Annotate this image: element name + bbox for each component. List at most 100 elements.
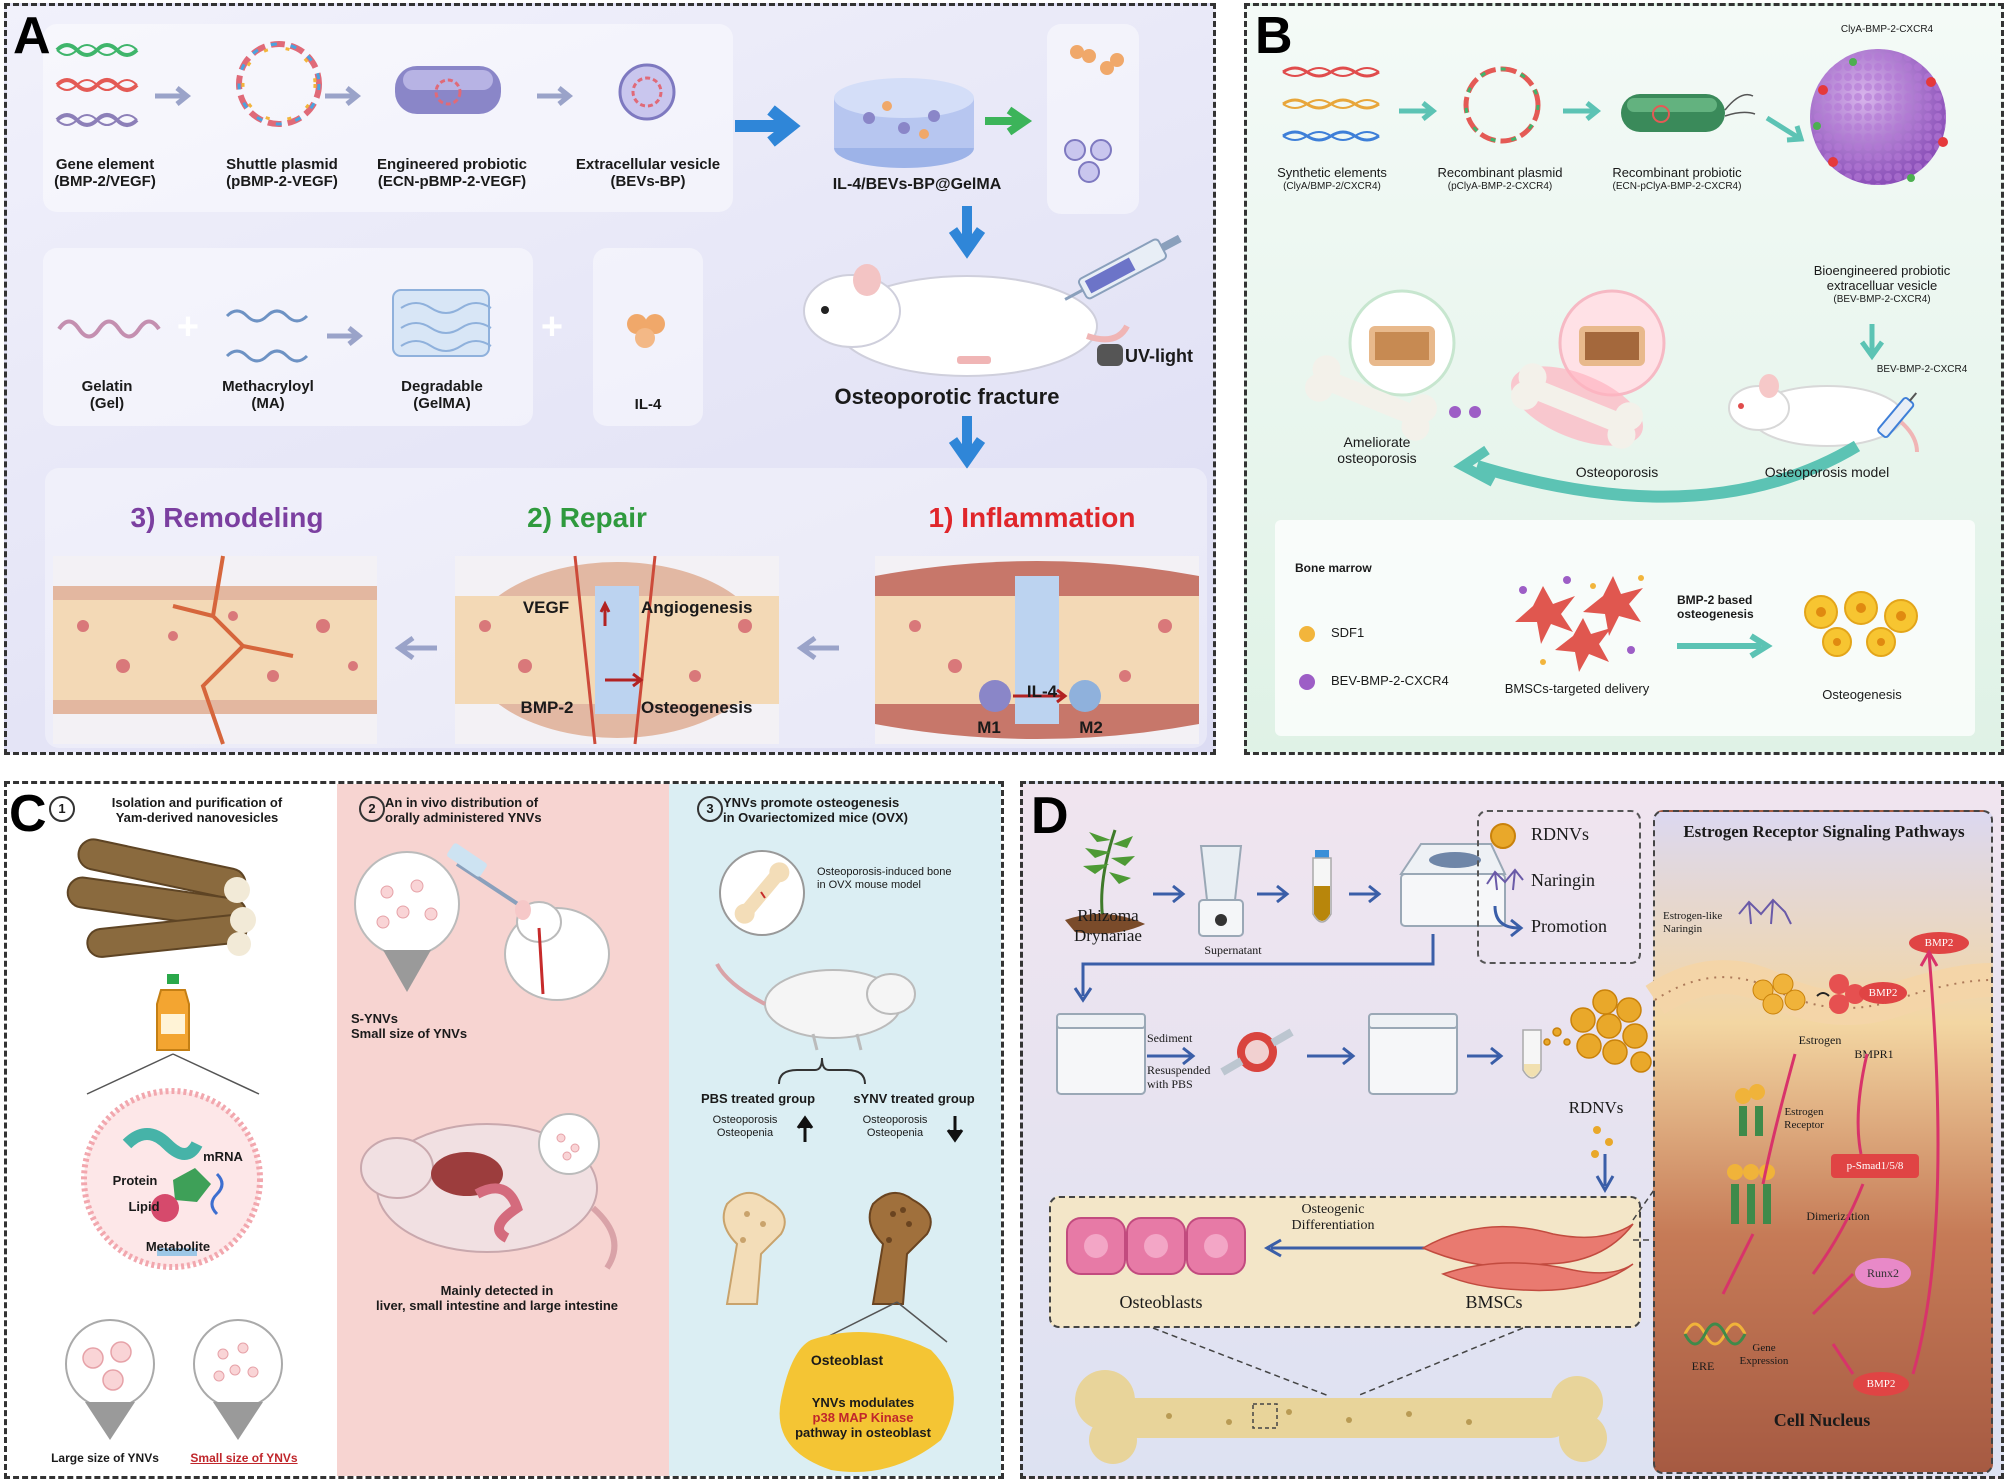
hydrogel-disc-icon xyxy=(834,78,974,168)
naringin-molecule-icon xyxy=(1738,898,1792,925)
ere-dna-icon xyxy=(1683,1322,1747,1346)
juice-bottle-icon xyxy=(156,974,190,1051)
gelatin-label: Gelatin(Gel) xyxy=(81,378,133,413)
gene-element-label: Gene element(BMP-2/VEGF) xyxy=(54,156,156,191)
step2-number-badge: 2 xyxy=(359,796,385,822)
osteoblast-cells-icon xyxy=(1804,591,1918,657)
plus-icon: + xyxy=(176,306,200,348)
dimerization-label: Dimerization xyxy=(1806,1209,1870,1223)
falling-rdnvs-icon xyxy=(1591,1126,1615,1194)
runx2-badge: Runx2 xyxy=(1855,1258,1911,1288)
curved-teal-arrow-icon xyxy=(1453,440,1861,503)
bone-marrow-label: Bone marrow xyxy=(1295,561,1372,575)
osteoblast-blob-icon xyxy=(779,1332,954,1472)
ovx-mouse-icon xyxy=(715,963,916,1051)
shuttle-plasmid-label: Shuttle plasmid(pBMP-2-VEGF) xyxy=(226,156,338,191)
panel-c-letter: C xyxy=(9,785,47,843)
synthetic-elements-label: Synthetic elements(ClyA/BMP-2/CXCR4) xyxy=(1277,165,1387,192)
arrow-icon xyxy=(537,86,574,106)
teal-arrow-icon xyxy=(1399,101,1438,121)
naringin-legend-icon xyxy=(1486,868,1524,891)
psmad-badge: p-Smad1/5/8 xyxy=(1831,1154,1919,1178)
centrifuge-icon xyxy=(1056,1013,1146,1095)
arrow-icon xyxy=(1349,884,1382,904)
osteogenesis-b-label: Osteogenesis xyxy=(1822,687,1902,702)
angiogenesis-label: Angiogenesis xyxy=(641,598,753,617)
promotion-arrow-icon xyxy=(1493,905,1524,938)
teal-arrow-icon xyxy=(1563,101,1602,121)
panel-b: B Synthetic elements(ClyA/BMP-2/CXCR4) R… xyxy=(1244,3,2004,755)
s-ynvs-bubble xyxy=(354,851,460,992)
teal-arrow-down-icon xyxy=(1859,324,1885,361)
membrane-icon xyxy=(1645,960,1992,1025)
centrifuge-icon xyxy=(1368,1013,1458,1095)
zoom-lines-icon xyxy=(1152,1327,1524,1397)
m1-label: M1 xyxy=(977,718,1001,737)
rdnvs-label: RDNVs xyxy=(1568,1098,1624,1117)
panel-a-letter: A xyxy=(13,7,51,65)
blue-arrow-icon xyxy=(735,105,801,147)
blue-arrow-down-icon xyxy=(948,206,986,259)
large-ynvs-label: Large size of YNVs xyxy=(51,1451,159,1465)
bmscs-label: BMSCs xyxy=(1465,1292,1523,1312)
targeted-delivery-label: BMSCs-targeted delivery xyxy=(1504,681,1650,696)
legend-box xyxy=(1477,810,1641,964)
il4-arrow-label: IL-4 xyxy=(1026,682,1058,701)
step3-number-badge: 3 xyxy=(697,796,723,822)
arrow-down-icon xyxy=(946,1116,964,1143)
small-ynvs-label: Small size of YNVs xyxy=(190,1451,298,1465)
vegf-label: VEGF xyxy=(522,598,570,617)
plus-icon: + xyxy=(540,306,564,348)
clya-label: ClyA-BMP-2-CXCR4 xyxy=(1840,24,1934,35)
synv-group-label: sYNV treated group xyxy=(853,1091,975,1106)
yam-roots-icon xyxy=(66,838,256,958)
arrow-icon xyxy=(1153,884,1186,904)
il4-cluster-icon xyxy=(627,314,665,348)
probiotic-bacterium-icon xyxy=(1621,93,1756,132)
repair-bone-section xyxy=(455,555,779,745)
engineering-box xyxy=(43,24,733,212)
bmp2-label: BMP-2 xyxy=(520,698,574,717)
vesicle-icon xyxy=(618,63,676,121)
bmp2-nucleus-badge: BMP2 xyxy=(1853,1372,1909,1396)
arrow-icon xyxy=(1467,1046,1504,1066)
metabolite-label: Metabolite xyxy=(145,1239,211,1254)
large-ynvs-bubble xyxy=(65,1319,155,1440)
syringe-icon xyxy=(1877,392,1918,439)
il4-particles-icon xyxy=(1070,45,1124,75)
healthy-bone-icon xyxy=(1305,355,1437,441)
mrna-label: mRNA xyxy=(203,1149,243,1164)
syringe-icon xyxy=(1064,234,1182,301)
osteoporosis-label: Osteoporosis xyxy=(1575,464,1659,480)
estrogen-receptor-icon xyxy=(1735,1084,1765,1136)
protein-label: Protein xyxy=(112,1173,158,1188)
osteogenesis-label: Osteogenesis xyxy=(641,698,753,717)
stage-inflammation-label: 1) Inflammation xyxy=(928,502,1136,533)
receptor-cluster-icon xyxy=(1752,973,1865,1015)
brace-icon xyxy=(778,1057,866,1085)
pbs-femur-icon xyxy=(722,1192,786,1305)
remodeling-bone-section xyxy=(53,555,377,745)
legend-promotion-label: Promotion xyxy=(1531,916,1608,936)
stage-remodeling-label: 3) Remodeling xyxy=(130,502,324,533)
blender-icon xyxy=(1198,845,1244,937)
particles-icon xyxy=(1449,406,1481,418)
osteoblast-label: Osteoblast xyxy=(810,1352,884,1368)
pathway-box xyxy=(1653,810,1993,1474)
synv-femur-icon xyxy=(868,1192,932,1305)
lipid-label: Lipid xyxy=(128,1199,160,1214)
arrow-left-icon xyxy=(796,635,839,661)
hydrogel-label: IL-4/BEVs-BP@GelMA xyxy=(832,176,1002,193)
dissected-mouse-icon xyxy=(360,1113,618,1270)
bmp2-top-badge: BMP2 xyxy=(1909,932,1969,954)
panel-d-letter: D xyxy=(1031,787,1069,845)
recombinant-plasmid-label: Recombinant plasmid(pClyA-BMP-2-CXCR4) xyxy=(1437,165,1563,192)
osteoblasts-label: Osteoblasts xyxy=(1119,1292,1203,1312)
